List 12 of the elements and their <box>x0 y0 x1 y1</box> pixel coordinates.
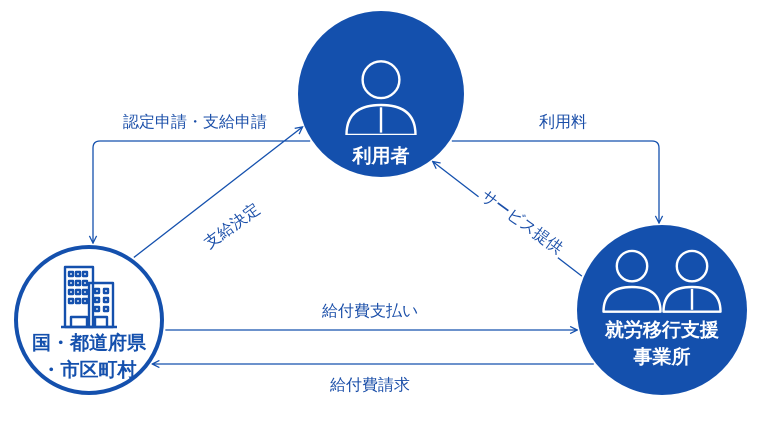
edge-label: 認定申請・支給申請 <box>121 112 269 132</box>
role-name: 国・都道府県・市区町村 <box>31 331 147 383</box>
arrow <box>165 326 578 334</box>
arrow <box>452 140 664 224</box>
arrow <box>134 126 304 258</box>
edge-label: 利用料 <box>537 112 589 132</box>
arrow <box>88 140 310 244</box>
role-name: 就労移行支援事業所 <box>604 318 720 370</box>
arrow <box>152 360 594 368</box>
role-name: 利用者 <box>351 144 410 169</box>
edge-label: 給付費請求 <box>328 375 412 395</box>
edge-label: 給付費支払い <box>320 301 420 321</box>
